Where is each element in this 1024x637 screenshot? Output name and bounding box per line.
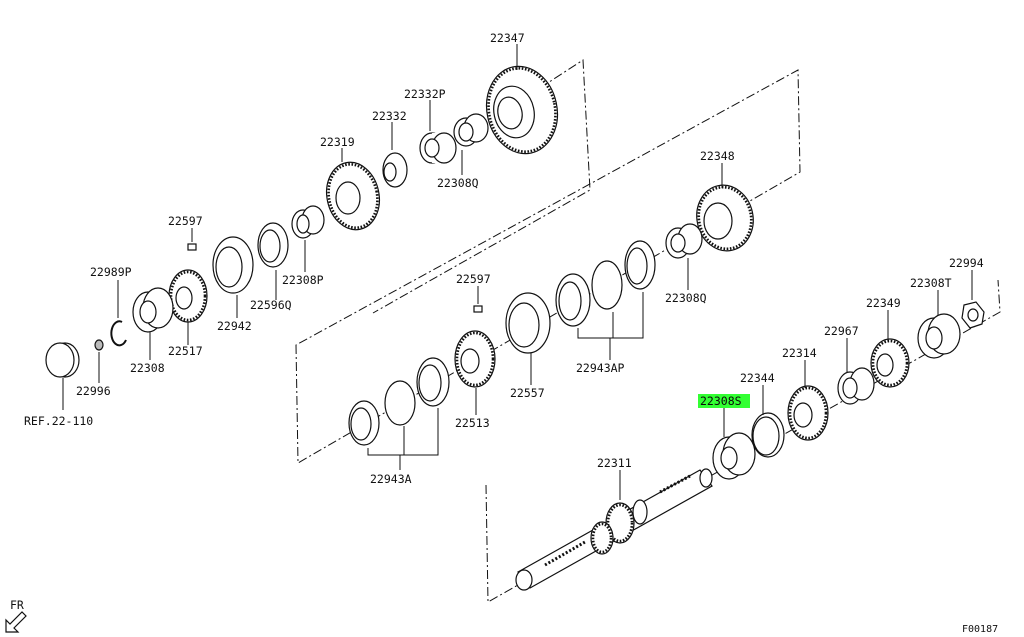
highlight-box-22308S — [698, 394, 750, 408]
bearing-22308S[interactable] — [712, 432, 756, 480]
label-22332P: 22332P — [404, 87, 446, 101]
label-22308: 22308 — [130, 361, 165, 375]
hub-22513[interactable] — [454, 330, 496, 388]
label-22596Q: 22596Q — [250, 298, 292, 312]
label-22308S[interactable]: 22308S — [700, 394, 742, 408]
synchro-rings-22943AP[interactable] — [555, 240, 656, 327]
gear-22349[interactable] — [870, 338, 910, 388]
label-22347: 22347 — [490, 31, 525, 45]
nut-22994[interactable] — [961, 301, 985, 329]
label-22319: 22319 — [320, 135, 355, 149]
label-22597-mid: 22597 — [456, 272, 491, 286]
label-22308T: 22308T — [910, 276, 952, 290]
needle-bearing-22308Q-mid[interactable] — [665, 223, 703, 259]
arrow-down-left-icon — [5, 611, 27, 633]
label-22308Q-top: 22308Q — [437, 176, 479, 190]
figure-code: F00187 — [962, 624, 998, 635]
gear-22314[interactable] — [787, 385, 829, 441]
key-22597-mid[interactable] — [473, 305, 483, 313]
label-22308Q-mid: 22308Q — [665, 291, 707, 305]
gear-22348[interactable] — [691, 180, 759, 256]
cover-ref-22-110[interactable] — [45, 342, 80, 378]
plug-22996[interactable] — [94, 339, 104, 351]
label-ref-22-110: REF.22-110 — [24, 414, 93, 428]
label-22348: 22348 — [700, 149, 735, 163]
hub-22517[interactable] — [168, 269, 208, 323]
label-22597-top: 22597 — [168, 214, 203, 228]
upper-group-outline — [295, 69, 801, 464]
label-22943A: 22943A — [370, 472, 412, 486]
bearing-22308T[interactable] — [917, 313, 961, 359]
front-direction-label: FR — [10, 598, 24, 612]
label-22308P: 22308P — [282, 273, 324, 287]
synchro-ring-22596Q[interactable] — [257, 222, 289, 268]
label-22517: 22517 — [168, 344, 203, 358]
ring-22332[interactable] — [382, 152, 408, 188]
label-22967: 22967 — [824, 324, 859, 338]
label-22314: 22314 — [782, 346, 817, 360]
sleeve-22332P[interactable] — [419, 132, 457, 164]
top-group-outline — [372, 59, 591, 314]
label-22332: 22332 — [372, 109, 407, 123]
synchro-rings-22943A[interactable] — [348, 357, 450, 446]
label-22311: 22311 — [597, 456, 632, 470]
key-22597-top[interactable] — [187, 243, 197, 251]
label-22943AP: 22943AP — [576, 361, 625, 375]
needle-bearing-22308Q-top[interactable] — [453, 113, 489, 147]
sleeve-22942[interactable] — [212, 236, 254, 294]
gear-22347[interactable] — [479, 60, 566, 161]
needle-bearing-22308P[interactable] — [291, 205, 325, 239]
output-shaft-22311[interactable] — [515, 468, 713, 591]
label-22989P: 22989P — [90, 265, 132, 279]
label-22942: 22942 — [217, 319, 252, 333]
collar-22967[interactable] — [837, 367, 875, 405]
label-22996: 22996 — [76, 384, 111, 398]
bearing-22308[interactable] — [132, 287, 174, 333]
snap-ring-22989P[interactable] — [110, 320, 127, 347]
sleeve-22557[interactable] — [505, 292, 551, 354]
label-22557: 22557 — [510, 386, 545, 400]
label-22344: 22344 — [740, 371, 775, 385]
snap-ring-22344[interactable] — [751, 412, 785, 458]
label-22994: 22994 — [949, 256, 984, 270]
label-22349: 22349 — [866, 296, 901, 310]
gear-22319[interactable] — [320, 157, 385, 234]
label-22513: 22513 — [455, 416, 490, 430]
